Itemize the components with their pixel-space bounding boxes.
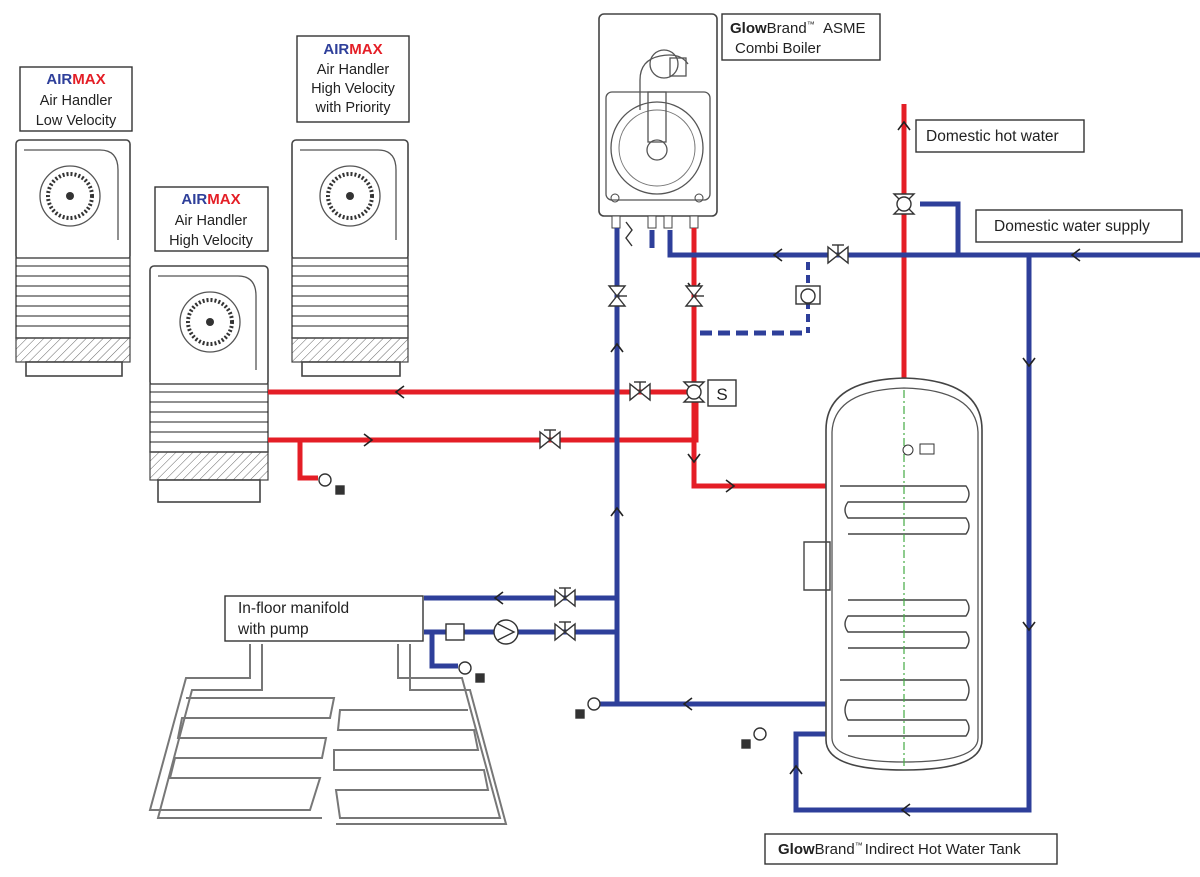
handler-priority-line1: Air Handler [317, 62, 390, 78]
manifold-line2: with pump [237, 621, 309, 638]
dhw-text: Domestic hot water [926, 128, 1059, 145]
radiant-floor-loops [148, 644, 508, 825]
boiler-line1: ASME [823, 20, 866, 37]
boiler-label: GlowBrand™ ASME Combi Boiler [721, 13, 881, 61]
hot-pipes [268, 104, 907, 489]
handler-low-line1: Air Handler [40, 93, 113, 109]
airmax-max-text: MAX [72, 71, 105, 88]
svg-text:AIRMAX: AIRMAX [46, 71, 105, 88]
in-floor-manifold: In-floor manifold with pump [224, 595, 424, 642]
air-handler-low-label: AIRMAX Air Handler Low Velocity [19, 66, 133, 132]
air-handler-high-velocity [149, 265, 269, 503]
airmax-max-text: MAX [349, 41, 382, 58]
handler-high-line2: High Velocity [169, 233, 254, 249]
handler-priority-line2: High Velocity [311, 81, 396, 97]
air-handler-low-velocity [15, 139, 131, 377]
airmax-air-text: AIR [181, 191, 207, 208]
manifold-line1: In-floor manifold [238, 600, 349, 617]
tm-text: ™ [807, 20, 815, 29]
airmax-air-text: AIR [323, 41, 349, 58]
glow-text: Glow [778, 841, 815, 858]
air-handler-priority [291, 139, 409, 377]
tank-text: Indirect Hot Water Tank [865, 841, 1021, 858]
airmax-air-text: AIR [46, 71, 72, 88]
airmax-max-text: MAX [207, 191, 240, 208]
valves [318, 193, 916, 749]
svg-text:AIRMAX: AIRMAX [323, 41, 382, 58]
s-text: S [716, 385, 727, 404]
dws-text: Domestic water supply [994, 218, 1150, 235]
tm-text: ™ [855, 841, 863, 850]
handler-high-line1: Air Handler [175, 213, 248, 229]
handler-priority-line3: with Priority [315, 100, 392, 116]
svg-text:AIRMAX: AIRMAX [181, 191, 240, 208]
air-handler-high-label: AIRMAX Air Handler High Velocity [154, 186, 269, 252]
brand-text: Brand [767, 20, 807, 37]
svg-text:GlowBrand™: GlowBrand™ [730, 20, 815, 37]
handler-low-line2: Low Velocity [36, 113, 117, 129]
boiler-line2: Combi Boiler [735, 40, 821, 57]
brand-text: Brand [815, 841, 855, 858]
domestic-water-supply-label: Domestic water supply [975, 209, 1183, 243]
domestic-hot-water-label: Domestic hot water [915, 119, 1085, 153]
indirect-hot-water-tank [803, 377, 983, 771]
s-valve-label: S [707, 379, 737, 407]
combi-boiler [598, 13, 718, 229]
glow-text: Glow [730, 20, 767, 37]
air-handler-priority-label: AIRMAX Air Handler High Velocity with Pr… [296, 35, 410, 123]
